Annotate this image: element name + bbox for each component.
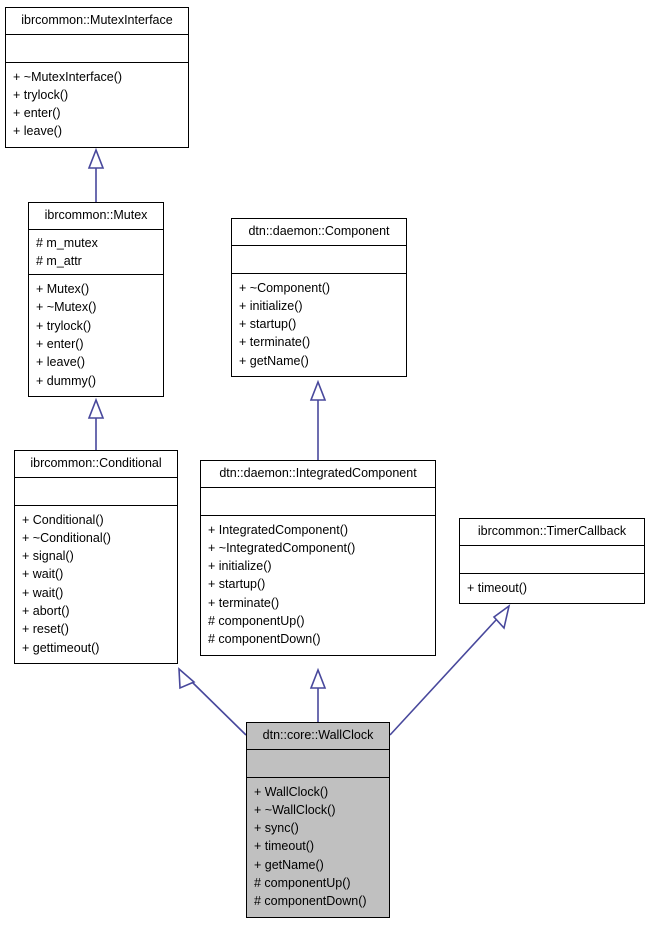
class-operations-compartment: + IntegratedComponent() + ~IntegratedCom… xyxy=(201,516,435,655)
class-operation: + ~MutexInterface() xyxy=(13,69,123,84)
class-operation: + getName() xyxy=(239,353,309,368)
class-box-mutex[interactable]: ibrcommon::Mutex # m_mutex # m_attr + Mu… xyxy=(28,202,164,397)
class-operation: + reset() xyxy=(22,622,69,637)
class-operation: + startup() xyxy=(239,317,297,332)
edge-integratedcomponent-to-component xyxy=(309,379,327,460)
class-operations-compartment: + timeout() xyxy=(460,574,644,603)
class-operation: + enter() xyxy=(13,106,61,121)
class-operation: + leave() xyxy=(36,355,85,370)
class-box-component[interactable]: dtn::daemon::Component + ~Component() + … xyxy=(231,218,407,377)
class-title: ibrcommon::Conditional xyxy=(15,451,177,478)
class-attributes-compartment xyxy=(15,478,177,506)
class-box-mutexinterface[interactable]: ibrcommon::MutexInterface + ~MutexInterf… xyxy=(5,7,189,148)
edge-wallclock-to-conditional xyxy=(178,667,247,736)
class-operation: # componentUp() xyxy=(208,613,305,628)
class-title: dtn::core::WallClock xyxy=(247,723,389,750)
class-operation: + ~Mutex() xyxy=(36,300,97,315)
class-box-wallclock[interactable]: dtn::core::WallClock + WallClock() + ~Wa… xyxy=(246,722,390,918)
class-box-integratedcomponent[interactable]: dtn::daemon::IntegratedComponent + Integ… xyxy=(200,460,436,656)
class-box-conditional[interactable]: ibrcommon::Conditional + Conditional() +… xyxy=(14,450,178,664)
class-title: dtn::daemon::IntegratedComponent xyxy=(201,461,435,488)
class-operation: + terminate() xyxy=(208,595,280,610)
class-operations-compartment: + ~Component() + initialize() + startup(… xyxy=(232,274,406,376)
class-operation: + initialize() xyxy=(208,559,272,574)
class-operation: + wait() xyxy=(22,567,64,582)
edge-wallclock-to-integratedcomponent xyxy=(309,667,327,722)
class-operation: + timeout() xyxy=(254,839,315,854)
class-operations-compartment: + WallClock() + ~WallClock() + sync() + … xyxy=(247,778,389,917)
class-operation: + ~Conditional() xyxy=(22,530,111,545)
class-operation: # componentDown() xyxy=(208,632,321,647)
class-operation: + Conditional() xyxy=(22,512,104,527)
class-operations-compartment: + Conditional() + ~Conditional() + signa… xyxy=(15,506,177,663)
class-operation: + timeout() xyxy=(467,580,528,595)
class-operations-compartment: + Mutex() + ~Mutex() + trylock() + enter… xyxy=(29,275,163,396)
class-title: ibrcommon::MutexInterface xyxy=(6,8,188,35)
class-attributes-compartment xyxy=(460,546,644,574)
class-operation: + ~IntegratedComponent() xyxy=(208,540,356,555)
edge-conditional-to-mutex xyxy=(87,397,105,450)
class-operation: # componentDown() xyxy=(254,894,367,909)
class-attributes-compartment xyxy=(201,488,435,516)
class-operation: + WallClock() xyxy=(254,784,329,799)
class-operation: + getName() xyxy=(254,857,324,872)
class-attribute: # m_mutex xyxy=(36,235,98,250)
class-operation: + ~Component() xyxy=(239,280,331,295)
class-operation: + dummy() xyxy=(36,373,97,388)
class-operation: + initialize() xyxy=(239,298,303,313)
class-operation: + sync() xyxy=(254,821,299,836)
class-attribute: # m_attr xyxy=(36,253,82,268)
class-operations-compartment: + ~MutexInterface() + trylock() + enter(… xyxy=(6,63,188,147)
class-operation: + ~WallClock() xyxy=(254,802,336,817)
class-operation: + Mutex() xyxy=(36,282,90,297)
class-box-timercallback[interactable]: ibrcommon::TimerCallback + timeout() xyxy=(459,518,645,604)
class-operation: # componentUp() xyxy=(254,875,351,890)
class-attributes-compartment xyxy=(6,35,188,63)
class-attributes-compartment xyxy=(232,246,406,274)
class-operation: + gettimeout() xyxy=(22,640,100,655)
class-operation: + leave() xyxy=(13,124,62,139)
edge-mutex-to-mutexinterface xyxy=(87,147,105,202)
class-attributes-compartment xyxy=(247,750,389,778)
class-operation: + signal() xyxy=(22,549,74,564)
class-operation: + IntegratedComponent() xyxy=(208,522,349,537)
class-operation: + abort() xyxy=(22,603,70,618)
class-operation: + trylock() xyxy=(36,318,92,333)
class-operation: + trylock() xyxy=(13,87,69,102)
class-operation: + terminate() xyxy=(239,335,311,350)
class-attributes-compartment: # m_mutex # m_attr xyxy=(29,230,163,276)
class-title: ibrcommon::TimerCallback xyxy=(460,519,644,546)
class-title: dtn::daemon::Component xyxy=(232,219,406,246)
class-title: ibrcommon::Mutex xyxy=(29,203,163,230)
class-operation: + enter() xyxy=(36,336,84,351)
class-operation: + wait() xyxy=(22,585,64,600)
class-operation: + startup() xyxy=(208,577,266,592)
